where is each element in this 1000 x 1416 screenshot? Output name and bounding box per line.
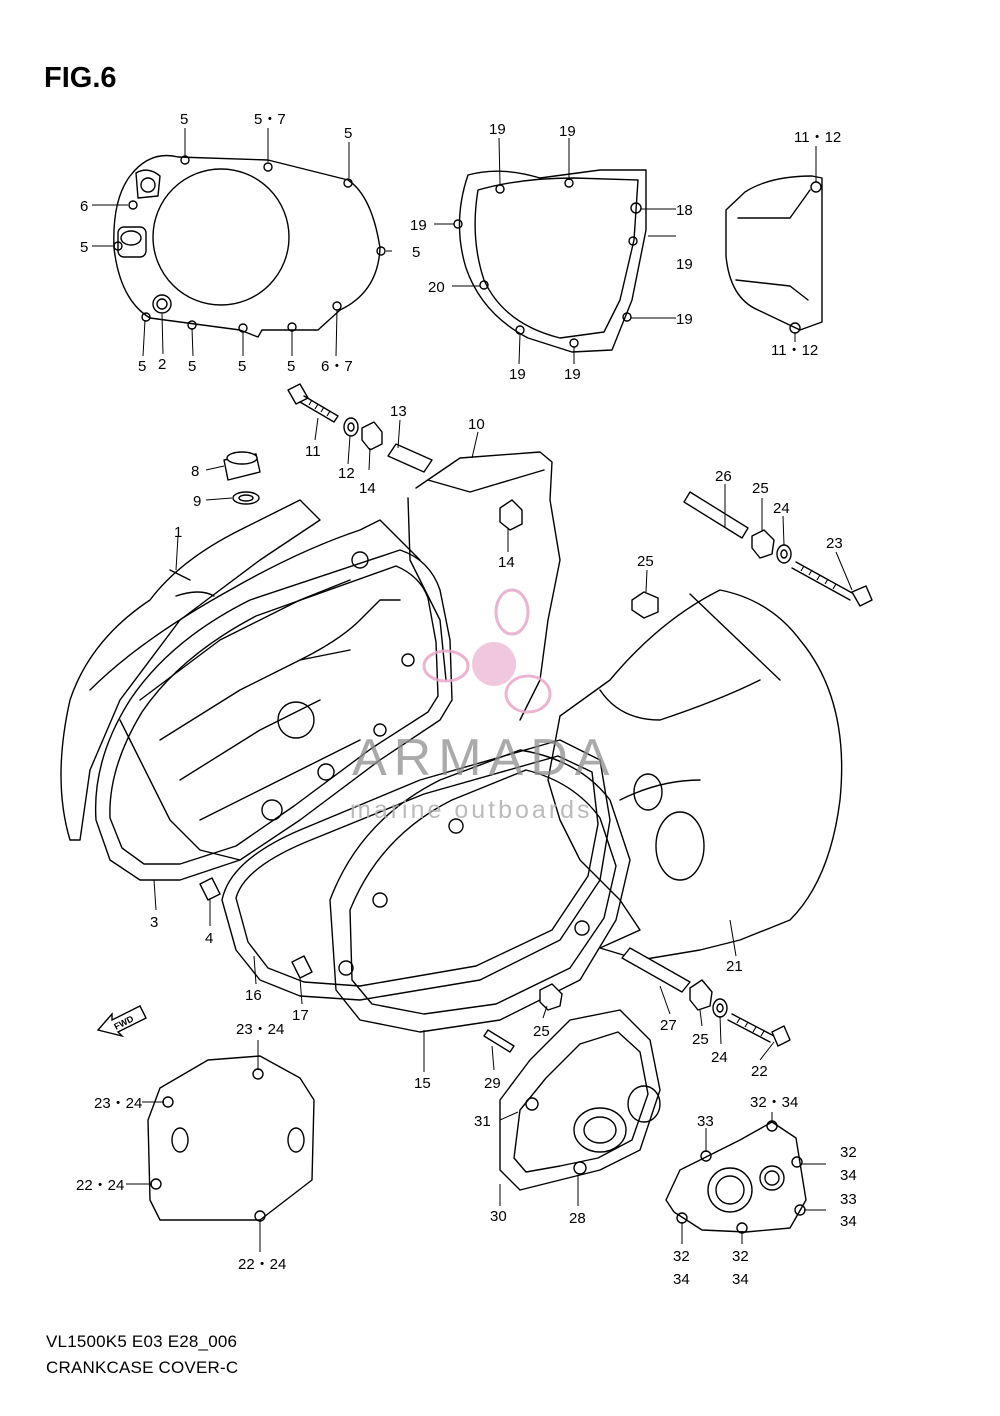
callout: 4 (205, 930, 213, 947)
callout: 5 (238, 358, 246, 375)
callout: 11・12 (794, 129, 841, 146)
callout: 19 (564, 366, 581, 383)
callout: 34 (732, 1271, 749, 1288)
propeller-blade (422, 649, 470, 683)
callout: 19 (676, 311, 693, 328)
callout: 13 (390, 403, 407, 420)
callout: 14 (498, 554, 515, 571)
bolt-11-set (287, 383, 523, 531)
callout: 19 (509, 366, 526, 383)
callout: 1 (174, 524, 182, 541)
callout: 22 (751, 1063, 768, 1080)
callout: 3 (150, 914, 158, 931)
clutch-cover (329, 749, 631, 1033)
oil-cap (223, 451, 261, 505)
watermark-brand: ARMADA (352, 729, 617, 787)
callout: 34 (673, 1271, 690, 1288)
lower-left-cover (147, 1055, 315, 1222)
pin-29 (483, 1029, 515, 1053)
watermark-tagline: marine outboards (350, 796, 593, 824)
crankcase (60, 499, 421, 861)
gasket-16 (221, 739, 611, 1001)
callout: 30 (490, 1208, 507, 1225)
fwd-arrow-icon: FWD (96, 1005, 147, 1038)
bolt-22-set (539, 947, 791, 1047)
sprocket-cover (453, 169, 647, 353)
callout: 14 (359, 480, 376, 497)
callout: 9 (193, 493, 201, 510)
callout: 34 (840, 1213, 857, 1230)
callout: 24 (711, 1049, 728, 1066)
callout: 23 (826, 535, 843, 552)
callout: 34 (840, 1167, 857, 1184)
callout: 19 (410, 217, 427, 234)
callout: 16 (245, 987, 262, 1004)
callout: 29 (484, 1075, 501, 1092)
watermark-logo (422, 588, 552, 714)
callout: 11・12 (771, 342, 818, 359)
callout: 5 (412, 244, 420, 261)
callout: 19 (559, 123, 576, 140)
small-cover (725, 175, 823, 334)
callout: 27 (660, 1017, 677, 1034)
callout: 12 (338, 465, 355, 482)
callout: 32 (732, 1248, 749, 1265)
callout: 5 (180, 111, 188, 128)
propeller-hub (472, 642, 516, 686)
callout: 24 (773, 500, 790, 517)
dowel-4 (199, 877, 221, 901)
callout: 6 (80, 198, 88, 215)
callout: 23・24 (236, 1021, 284, 1038)
figure-title: FIG.6 (44, 62, 117, 94)
callout: 33 (697, 1113, 714, 1130)
callout: 28 (569, 1210, 586, 1227)
outer-clutch-cover (113, 154, 386, 338)
leader-lines (92, 128, 853, 1252)
callout: 26 (715, 468, 732, 485)
callout: 22・24 (238, 1256, 286, 1273)
callout-numbers: 5 5・7 5 6 5 5 5 2 5 5 5 6・7 19 19 19 18 … (76, 111, 857, 1288)
generator-cover (547, 589, 843, 961)
callout: 25 (533, 1023, 550, 1040)
propeller-blade (494, 588, 530, 636)
callout: 5 (188, 358, 196, 375)
callout: 32 (840, 1144, 857, 1161)
callout: 6・7 (321, 358, 353, 375)
callout: 19 (489, 121, 506, 138)
callout: 17 (292, 1007, 309, 1024)
callout: 32・34 (750, 1094, 798, 1111)
propeller-blade (504, 674, 552, 714)
cover-28 (499, 1009, 661, 1191)
callout: 5 (138, 358, 146, 375)
callout: 5 (287, 358, 295, 375)
callout: 21 (726, 958, 743, 975)
lower-right-cover (665, 1120, 807, 1234)
callout: 25 (637, 553, 654, 570)
callout: 32 (673, 1248, 690, 1265)
figure-code: VL1500K5 E03 E28_006 (46, 1332, 238, 1351)
callout: 10 (468, 416, 485, 433)
callout: 20 (428, 279, 445, 296)
callout: 15 (414, 1075, 431, 1092)
callout: 23・24 (94, 1095, 142, 1112)
callout: 11 (305, 443, 321, 460)
callout: 8 (191, 463, 199, 480)
callout: 5 (80, 239, 88, 256)
callout: 25 (752, 480, 769, 497)
callout: 5・7 (254, 111, 286, 128)
callout: 19 (676, 256, 693, 273)
callout: 25 (692, 1031, 709, 1048)
bolt-23-set (631, 491, 873, 619)
figure-caption: CRANKCASE COVER-C (46, 1358, 239, 1377)
callout: 22・24 (76, 1177, 124, 1194)
callout: 18 (676, 202, 693, 219)
callout: 2 (158, 356, 166, 373)
callout: 31 (474, 1113, 491, 1130)
callout: 33 (840, 1191, 857, 1208)
callout: 5 (344, 125, 352, 142)
